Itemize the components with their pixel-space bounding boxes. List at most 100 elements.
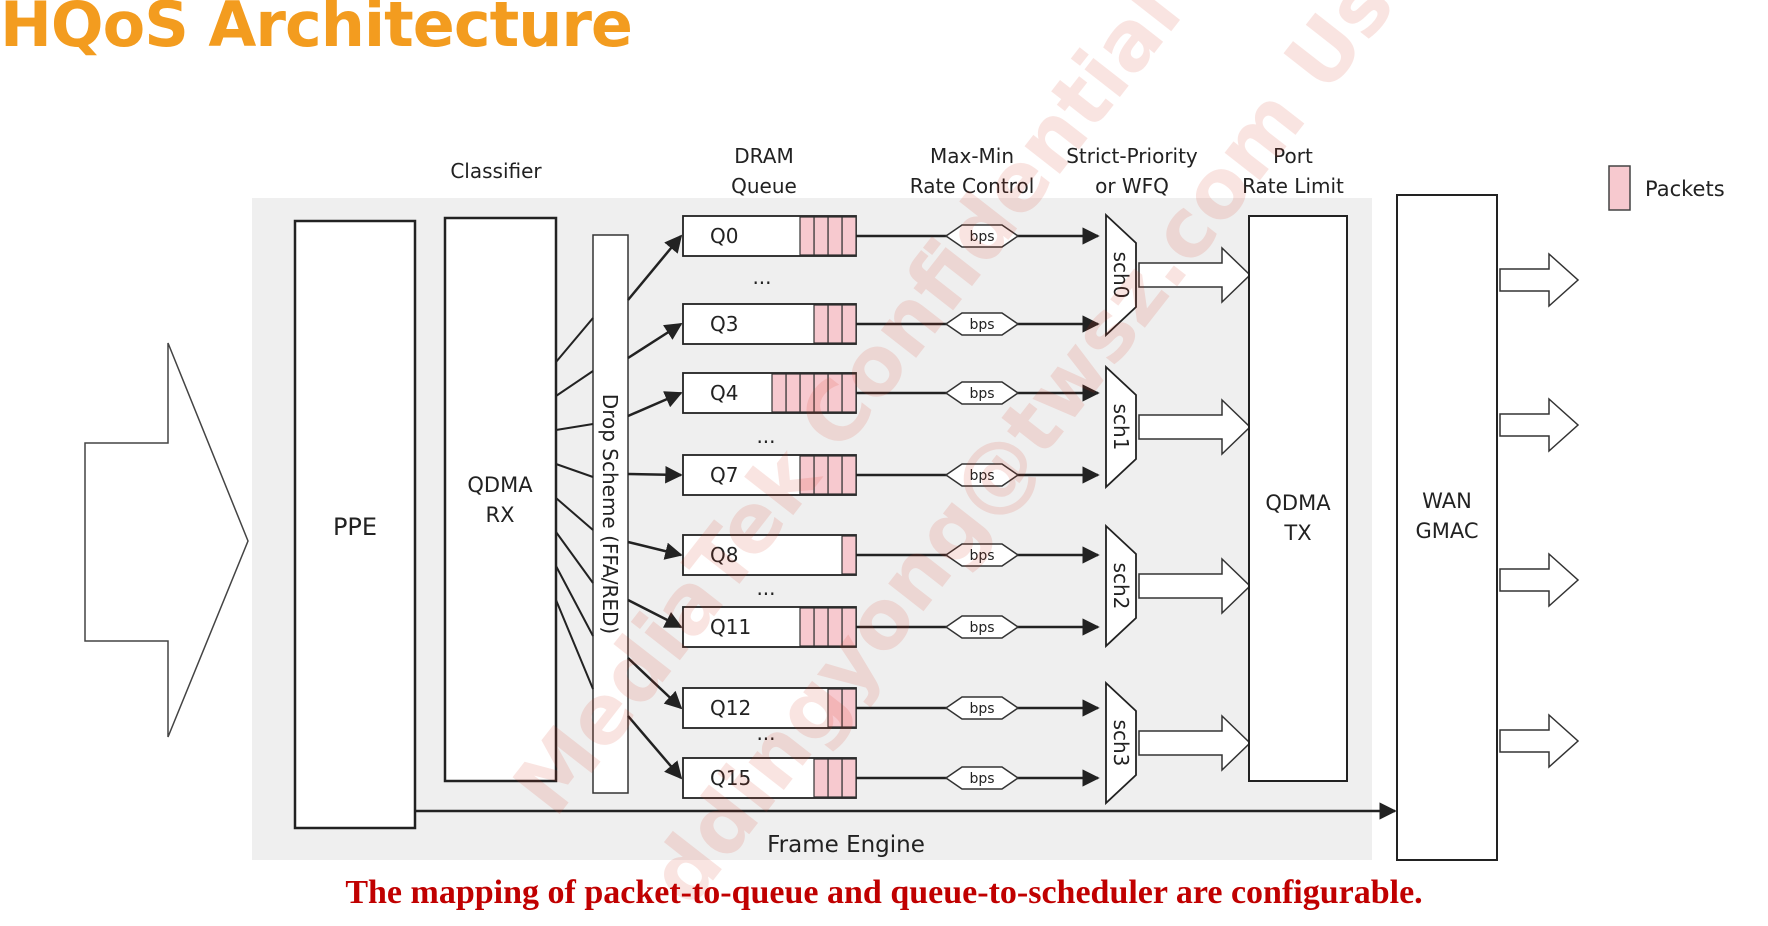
packet [799, 216, 815, 256]
rate-control-diamond [944, 766, 1020, 790]
rx-drop-line [555, 565, 594, 637]
rate-label: bps [969, 229, 994, 245]
drop-queue-arrow [627, 657, 683, 710]
page-title: HQoS Architecture [0, 0, 633, 61]
maxmin-header-line2: Rate Control [910, 174, 1035, 198]
qdma-tx-label-line1: QDMA [1265, 491, 1331, 515]
rate-label: bps [969, 548, 994, 564]
scheduler-mux [1105, 364, 1137, 490]
legend-packet-swatch [1608, 165, 1631, 211]
scheduler-output-arrow [1138, 246, 1252, 304]
scheduler-label: sch2 [1109, 563, 1133, 610]
sp-header-line2: or WFQ [1095, 174, 1169, 198]
output-arrow [1499, 552, 1580, 608]
packet [827, 688, 843, 728]
rx-drop-line [555, 317, 594, 363]
packet [813, 758, 829, 798]
wan-gmac-block [1396, 194, 1498, 861]
dram-header-line2: Queue [731, 174, 797, 198]
scheduler-label: sch1 [1109, 404, 1133, 451]
rate-control-diamond [944, 224, 1020, 248]
drop-scheme-block [592, 234, 629, 794]
rate-label: bps [969, 620, 994, 636]
queue-ellipsis: ... [756, 721, 775, 745]
packet [827, 216, 843, 256]
packet [799, 455, 815, 495]
queue-ellipsis: ... [752, 265, 771, 289]
rate-control-diamond [944, 696, 1020, 720]
queue-label: Q15 [710, 766, 751, 790]
rate-controls: bps bps bps bps bps bps bps bps [856, 224, 1100, 790]
packet [813, 304, 829, 344]
scheduler-output-arrow [1138, 714, 1252, 772]
scheduler-mux [1105, 212, 1137, 338]
queue-ellipsis: ... [756, 576, 775, 600]
packet [813, 216, 829, 256]
wan-gmac-label-line1: WAN [1422, 489, 1472, 513]
qdma-rx-label-line1: QDMA [467, 473, 533, 497]
output-arrows [1499, 252, 1580, 769]
qdma-rx-label-line2: RX [486, 503, 515, 527]
scheduler-label: sch0 [1109, 252, 1133, 299]
rx-drop-line [555, 370, 594, 397]
queue-ellipsis: ... [756, 424, 775, 448]
rx-to-drop-connectors [555, 317, 594, 690]
packet [799, 607, 815, 647]
output-arrow [1499, 252, 1580, 308]
queue-label: Q11 [710, 615, 751, 639]
packet [771, 373, 787, 413]
queue-label: Q4 [710, 381, 738, 405]
drop-queue-arrow [627, 391, 683, 418]
sp-header-line1: Strict-Priority [1066, 144, 1198, 168]
drop-to-queue-arrows [627, 234, 683, 780]
scheduler-output-arrow [1138, 557, 1252, 615]
port-header-line1: Port [1273, 144, 1313, 168]
rate-label: bps [969, 468, 994, 484]
rate-label: bps [969, 701, 994, 717]
rate-label: bps [969, 386, 994, 402]
ppe-block [293, 219, 417, 830]
queue-label: Q0 [710, 224, 738, 248]
output-arrow [1499, 713, 1580, 769]
queue-label: Q12 [710, 696, 751, 720]
rate-control-diamond [944, 615, 1020, 639]
footer-note: The mapping of packet-to-queue and queue… [345, 874, 1423, 911]
drop-queue-arrow [627, 465, 683, 484]
queue-label: Q3 [710, 312, 738, 336]
drop-queue-arrow [627, 322, 683, 360]
rx-drop-line [555, 599, 594, 690]
port-header-line2: Rate Limit [1242, 174, 1344, 198]
maxmin-header-line1: Max-Min [930, 144, 1014, 168]
ppe-label: PPE [333, 513, 377, 541]
queue-box [682, 687, 857, 729]
dram-header-line1: DRAM [734, 144, 793, 168]
rx-drop-line [555, 497, 594, 531]
rate-control-diamond [944, 543, 1020, 567]
rx-drop-line [555, 463, 594, 478]
drop-queue-arrow [627, 234, 683, 301]
rx-drop-line [555, 531, 594, 584]
input-arrow [84, 342, 249, 738]
drop-queue-arrow [627, 540, 683, 560]
rate-label: bps [969, 771, 994, 787]
wan-gmac-label-line2: GMAC [1415, 519, 1478, 543]
rate-control-diamond [944, 463, 1020, 487]
rx-drop-line [555, 423, 594, 431]
scheduler-label: sch3 [1109, 720, 1133, 767]
rate-control-diamond [944, 381, 1020, 405]
qdma-rx-block [443, 216, 558, 783]
packet [841, 216, 857, 256]
queue-label: Q7 [710, 463, 738, 487]
queue-label: Q8 [710, 543, 738, 567]
scheduler-mux [1105, 523, 1137, 649]
packet [827, 758, 843, 798]
qdma-tx-label-line2: TX [1283, 521, 1311, 545]
legend-packets-label: Packets [1645, 177, 1725, 201]
rate-label: bps [969, 317, 994, 333]
classifier-header: Classifier [450, 159, 542, 183]
packet [841, 758, 857, 798]
packet [841, 535, 857, 575]
scheduler-mux [1105, 680, 1137, 806]
